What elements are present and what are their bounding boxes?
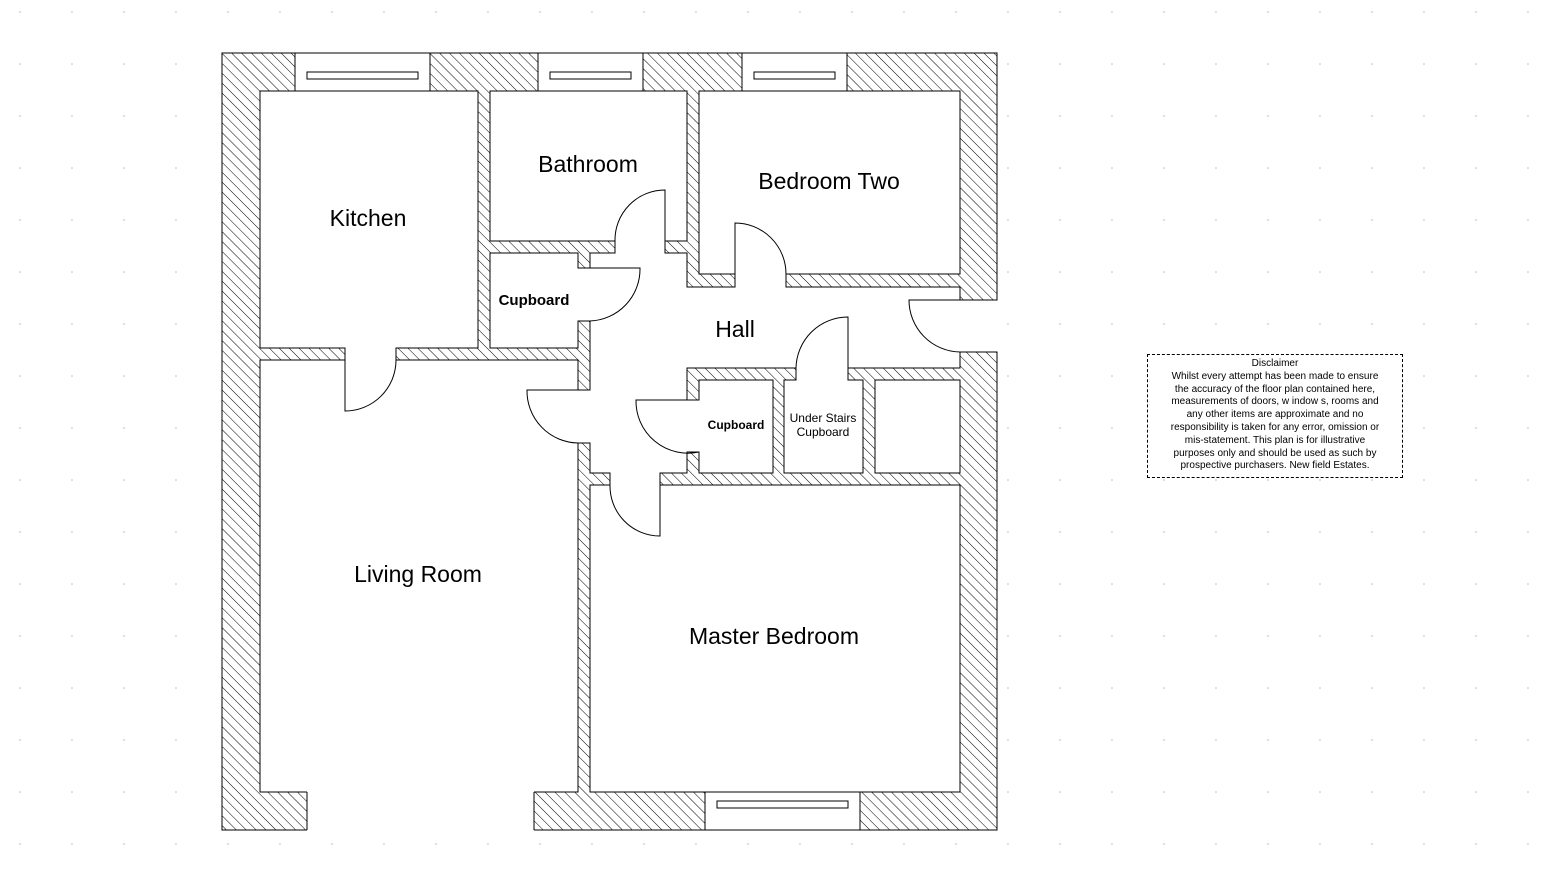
door-bathroom[interactable] — [614, 189, 666, 253]
room-bathroom — [489, 90, 688, 242]
label-under-stairs-cupboard: Cupboard — [797, 425, 850, 439]
disclaimer-line: Whilst every attempt has been made to en… — [1171, 370, 1379, 382]
disclaimer-line: mis-statement. This plan is for illustra… — [1184, 434, 1366, 446]
disclaimer-line: purposes only and should be used as such… — [1173, 447, 1377, 459]
label-under-stairs: Under Stairs — [790, 411, 857, 425]
label-master-bedroom: Master Bedroom — [689, 623, 859, 649]
label-hall: Hall — [715, 316, 755, 342]
window-bathroom — [537, 52, 644, 92]
window-master-bedroom — [704, 791, 861, 831]
disclaimer-box: Disclaimer Whilst every attempt has been… — [1147, 354, 1403, 478]
label-cupboard: Cupboard — [499, 292, 570, 309]
door-cupboard[interactable] — [589, 267, 641, 322]
door-under-stairs[interactable] — [795, 316, 849, 380]
room-living-room — [259, 359, 579, 793]
window-bedroom-two — [741, 52, 848, 92]
label-bathroom: Bathroom — [538, 151, 638, 177]
room-master-bedroom — [589, 484, 961, 793]
room-store — [874, 379, 961, 474]
label-bedroom-two: Bedroom Two — [758, 168, 899, 194]
label-kitchen: Kitchen — [330, 205, 407, 231]
room-cupboard — [489, 252, 579, 349]
label-living-room: Living Room — [354, 561, 482, 587]
door-living-room[interactable] — [526, 389, 590, 444]
room-bedroom-two — [698, 90, 961, 275]
disclaimer-line: prospective purchasers. New field Estate… — [1180, 460, 1370, 472]
door-master-bedroom[interactable] — [609, 473, 661, 537]
room-under-stairs — [783, 379, 864, 474]
door-bedroom-two[interactable] — [734, 222, 787, 287]
disclaimer-line: any other items are approximate and no — [1186, 409, 1364, 421]
disclaimer-line: responsibility is taken for any error, o… — [1170, 421, 1380, 433]
disclaimer-line: the accuracy of the floor plan contained… — [1174, 383, 1376, 395]
door-cupboard-2[interactable] — [635, 399, 700, 454]
door-front[interactable] — [908, 299, 961, 353]
disclaimer-line: measurements of doors, w indow s, rooms … — [1171, 396, 1379, 408]
disclaimer-title: Disclaimer — [1251, 358, 1299, 369]
door-kitchen[interactable] — [344, 359, 397, 412]
label-cupboard-2: Cupboard — [708, 418, 765, 432]
window-kitchen — [294, 52, 431, 92]
